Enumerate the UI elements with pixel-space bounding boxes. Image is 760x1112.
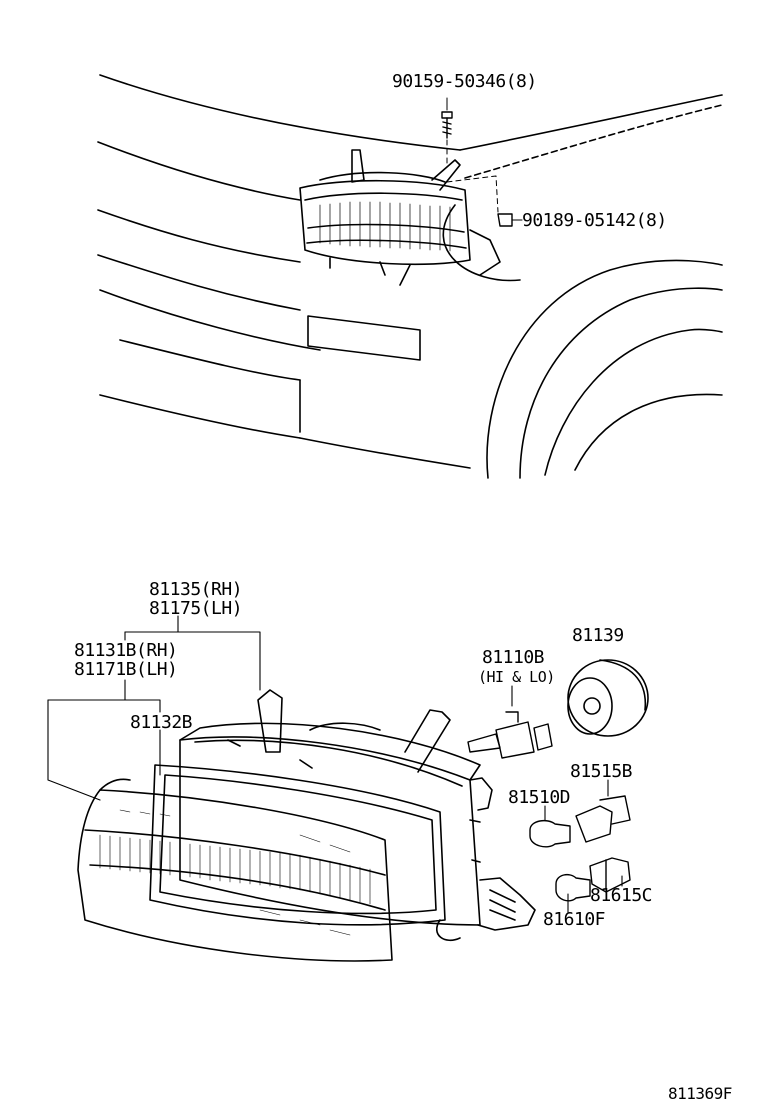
screw-illustration: [441, 111, 453, 139]
housing-illustration: [179, 689, 536, 942]
callout-bulb-a: 81510D: [508, 787, 571, 808]
callout-gasket: 81132B: [130, 712, 193, 733]
vehicle-front-outline: [97, 74, 723, 479]
callout-lens-rh: 81131B(RH): [74, 640, 178, 661]
clip-illustration: [497, 213, 513, 227]
callout-housing-rh: 81135(RH): [149, 579, 243, 600]
leader-lines-bottom: [47, 615, 623, 913]
callout-cap: 81139: [572, 625, 624, 646]
bulb-a-illustration: [529, 819, 571, 848]
callout-clip: 90189-05142(8): [522, 210, 667, 231]
callout-bulb-main-note: (HI & LO): [478, 668, 555, 686]
socket-b-illustration: [589, 857, 631, 893]
callout-screw: 90159-50346(8): [392, 71, 537, 92]
leader-lines-top: [446, 97, 523, 221]
callout-lens-lh: 81171B(LH): [74, 659, 178, 680]
socket-a-illustration: [575, 795, 631, 843]
callout-socket-a: 81515B: [570, 761, 633, 782]
bulb-b-illustration: [555, 873, 591, 902]
lens-illustration: [77, 778, 393, 962]
callout-housing-lh: 81175(LH): [149, 598, 243, 619]
diagram-id: 811369F: [668, 1084, 732, 1103]
callout-bulb-b: 81610F: [543, 909, 606, 930]
callout-socket-b: 81615C: [590, 885, 653, 906]
callout-bulb-main: 81110B: [482, 647, 545, 668]
cap-illustration: [567, 659, 649, 737]
gasket-illustration: [149, 764, 446, 926]
bulb-main-illustration: [467, 711, 553, 759]
headlamp-installed-illustration: [299, 149, 501, 286]
